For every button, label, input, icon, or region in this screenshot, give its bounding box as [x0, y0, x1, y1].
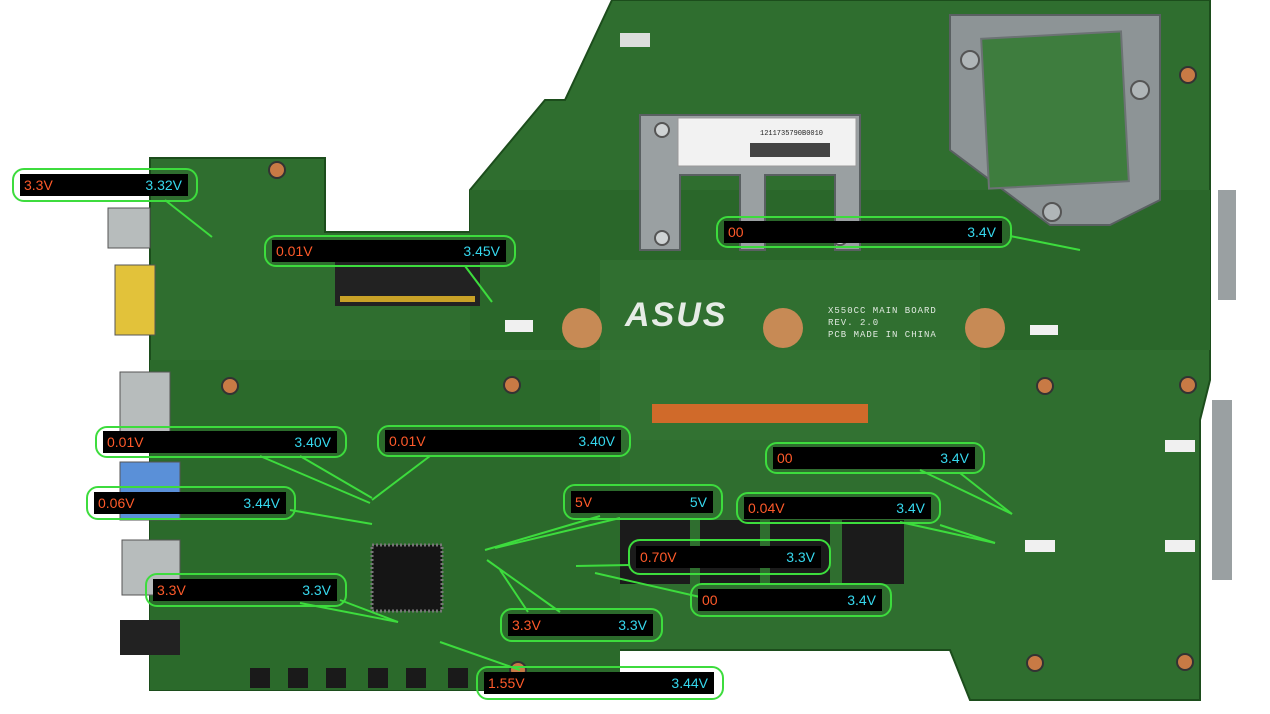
voltage-callout: 3.3V 3.32V — [12, 168, 198, 202]
voltage-value-low: 3.3V — [157, 582, 186, 598]
voltage-value-low: 00 — [702, 592, 718, 608]
board-model-line2: REV. 2.0 — [828, 318, 880, 328]
callout-bar — [385, 430, 621, 452]
smd-part — [250, 668, 270, 688]
voltage-callout: 0.01V 3.40V — [377, 425, 631, 457]
voltage-value-high: 3.3V — [302, 582, 331, 598]
vga-port — [119, 371, 171, 435]
voltage-callout: 00 3.4V — [690, 583, 892, 617]
sata-connector — [1212, 400, 1232, 580]
usb-port — [114, 264, 156, 336]
board-model-line1: X550CC MAIN BOARD — [828, 306, 937, 316]
mount-hole — [268, 161, 286, 179]
callout-bar — [636, 546, 821, 568]
connector — [1030, 325, 1058, 335]
voltage-value-low: 00 — [728, 224, 744, 240]
mount-hole — [1179, 376, 1197, 394]
connector — [1165, 440, 1195, 452]
voltage-callout: 0.01V 3.45V — [264, 235, 516, 267]
voltage-callout: 1.55V 3.44V — [476, 666, 724, 700]
voltage-value-low: 00 — [777, 450, 793, 466]
voltage-value-high: 3.4V — [967, 224, 996, 240]
callout-bar — [272, 240, 506, 262]
voltage-callout: 3.3V 3.3V — [500, 608, 663, 642]
ram-bracket — [639, 114, 861, 251]
voltage-value-low: 0.70V — [640, 549, 677, 565]
copper-strip — [652, 404, 868, 423]
voltage-value-high: 3.3V — [618, 617, 647, 633]
mount-hole — [1036, 377, 1054, 395]
connector — [1165, 540, 1195, 552]
audio-jack — [120, 620, 180, 655]
voltage-value-low: 3.3V — [24, 177, 53, 193]
voltage-value-high: 3.4V — [940, 450, 969, 466]
mount-hole — [1026, 654, 1044, 672]
smd-part — [368, 668, 388, 688]
voltage-value-high: 3.3V — [786, 549, 815, 565]
voltage-value-low: 3.3V — [512, 617, 541, 633]
mount-hole — [1176, 653, 1194, 671]
callout-bar — [153, 579, 337, 601]
voltage-callout: 3.3V 3.3V — [145, 573, 347, 607]
cpu-bracket — [949, 14, 1161, 226]
callout-bar — [94, 492, 286, 514]
callout-bar — [508, 614, 653, 636]
smd-part — [288, 668, 308, 688]
voltage-value-high: 3.40V — [294, 434, 331, 450]
sticker-code: 1211735790B0010 — [760, 130, 824, 138]
mount-hole — [221, 377, 239, 395]
copper-pad — [562, 308, 602, 348]
callout-bar — [744, 497, 931, 519]
voltage-value-high: 3.45V — [463, 243, 500, 259]
voltage-callout: 00 3.4V — [716, 216, 1012, 248]
callout-bar — [724, 221, 1002, 243]
smd-part — [448, 668, 468, 688]
copper-pad — [965, 308, 1005, 348]
voltage-value-low: 5V — [575, 494, 593, 510]
leader-lines — [164, 199, 1081, 671]
asus-logo: ASUS — [625, 296, 728, 334]
callout-bar — [773, 447, 975, 469]
voltage-callout: 0.04V 3.4V — [736, 492, 941, 524]
voltage-value-low: 0.01V — [107, 434, 144, 450]
smd-part — [406, 668, 426, 688]
voltage-value-low: 0.06V — [98, 495, 135, 511]
copper-pad — [763, 308, 803, 348]
voltage-value-high: 5V — [689, 494, 707, 510]
callout-bar — [571, 491, 713, 513]
ec-chip — [370, 543, 444, 613]
voltage-value-high: 3.32V — [145, 177, 182, 193]
callout-bar — [698, 589, 882, 611]
mount-hole — [503, 376, 521, 394]
voltage-value-high: 3.44V — [243, 495, 280, 511]
voltage-callout: 5V 5V — [563, 484, 723, 520]
board-model-line3: PCB MADE IN CHINA — [828, 330, 937, 340]
connector — [1025, 540, 1055, 552]
voltage-value-high: 3.4V — [847, 592, 876, 608]
memory-chip — [842, 520, 904, 584]
voltage-value-high: 3.44V — [671, 675, 708, 691]
callout-bar — [484, 672, 714, 694]
voltage-callout: 0.01V 3.40V — [95, 426, 347, 458]
mount-hole — [1179, 66, 1197, 84]
voltage-callout: 0.06V 3.44V — [86, 486, 296, 520]
voltage-callout: 0.70V 3.3V — [628, 539, 831, 575]
sata-connector — [1218, 190, 1236, 300]
callout-bar — [103, 431, 337, 453]
voltage-value-low: 0.04V — [748, 500, 785, 516]
callout-bar — [20, 174, 188, 196]
connector — [620, 33, 650, 47]
m2-slot-contacts — [340, 296, 475, 302]
voltage-value-low: 1.55V — [488, 675, 525, 691]
voltage-callout: 00 3.4V — [765, 442, 985, 474]
voltage-value-high: 3.40V — [578, 433, 615, 449]
connector — [505, 320, 533, 332]
voltage-value-low: 0.01V — [276, 243, 313, 259]
smd-part — [326, 668, 346, 688]
hdmi-port — [107, 207, 151, 249]
voltage-value-high: 3.4V — [896, 500, 925, 516]
voltage-value-low: 0.01V — [389, 433, 426, 449]
